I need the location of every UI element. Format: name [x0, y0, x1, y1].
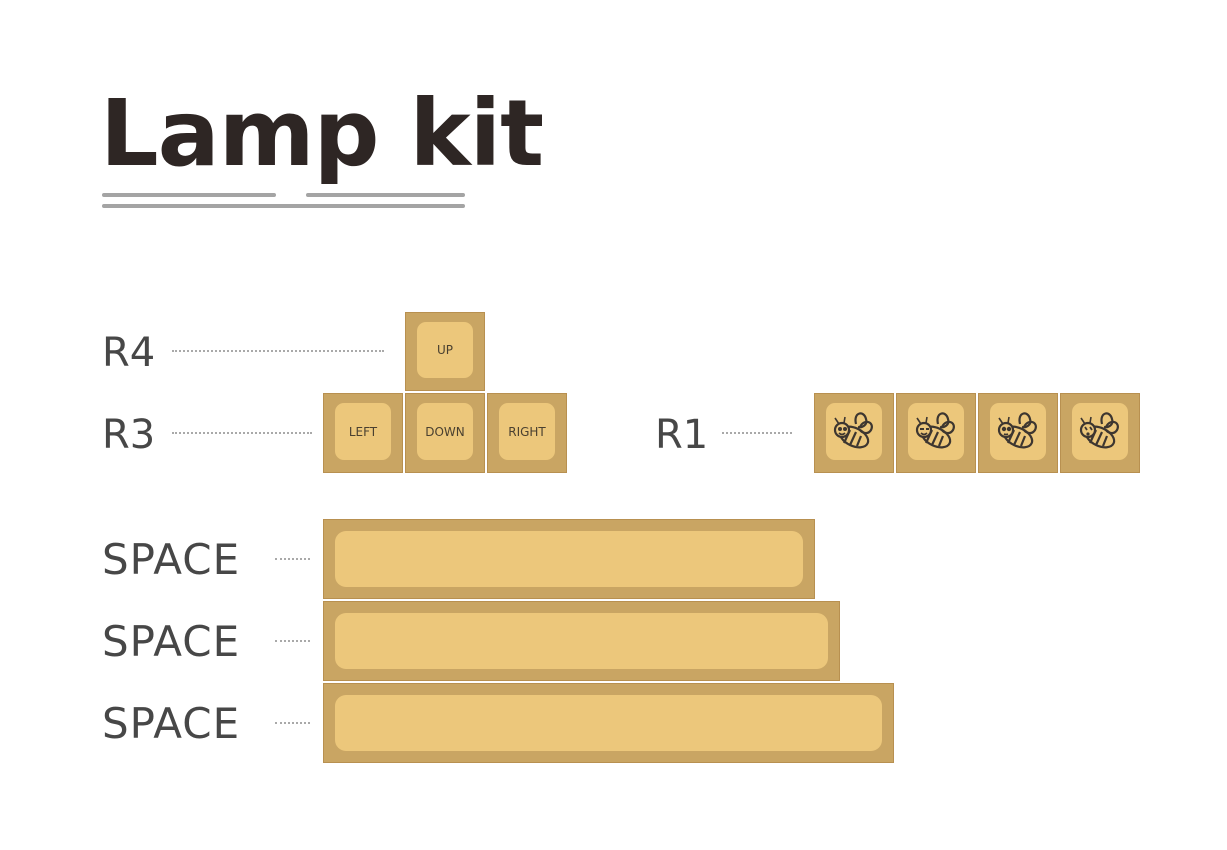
space-label-2: SPACE: [102, 617, 241, 666]
key-bee-1: [814, 393, 894, 473]
spacebar-2-cap: [335, 613, 828, 669]
bee-icon: [915, 411, 955, 448]
row-label-r3: R3: [102, 412, 156, 458]
bee-icon: [1079, 411, 1119, 448]
row-leader-r1: [722, 432, 792, 434]
spacebar-1-cap: [335, 531, 803, 587]
bee-icon: [997, 411, 1037, 448]
space-label-3: SPACE: [102, 699, 241, 748]
bee-icon: [833, 411, 873, 448]
key-bee-3: [978, 393, 1058, 473]
spacebar-2: [323, 601, 840, 681]
page-title: Lamp kit: [100, 80, 544, 187]
space-leader-3: [275, 722, 310, 724]
key-left-label: LEFT: [335, 403, 391, 460]
key-bee-4: [1060, 393, 1140, 473]
row-label-r4: R4: [102, 330, 156, 376]
key-down: DOWN: [405, 393, 485, 473]
key-right-label: RIGHT: [499, 403, 555, 460]
space-leader-1: [275, 558, 310, 560]
title-underline-bottom: [102, 204, 465, 208]
row-label-r1: R1: [655, 412, 709, 458]
title-underline-left: [102, 193, 276, 197]
key-up: UP: [405, 312, 485, 391]
spacebar-1: [323, 519, 815, 599]
key-right: RIGHT: [487, 393, 567, 473]
spacebar-3-cap: [335, 695, 882, 751]
space-label-1: SPACE: [102, 535, 241, 584]
row-leader-r3: [172, 432, 312, 434]
spacebar-3: [323, 683, 894, 763]
key-left: LEFT: [323, 393, 403, 473]
key-down-label: DOWN: [417, 403, 473, 460]
title-underline-right: [306, 193, 465, 197]
row-leader-r4: [172, 350, 384, 352]
key-bee-2: [896, 393, 976, 473]
key-up-label: UP: [417, 322, 473, 378]
space-leader-2: [275, 640, 310, 642]
